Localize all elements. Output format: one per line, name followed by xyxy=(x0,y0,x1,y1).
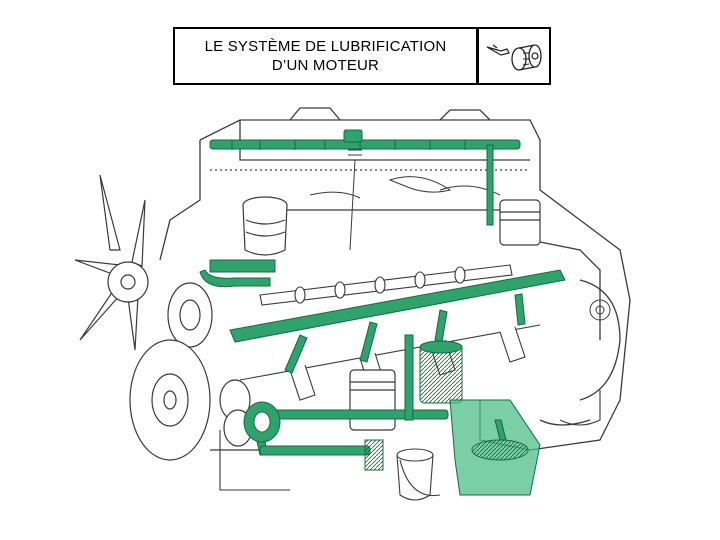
title-line-1: LE SYSTÈME DE LUBRIFICATION xyxy=(204,38,447,55)
valve-springs xyxy=(348,139,362,251)
title-box: LE SYSTÈME DE LUBRIFICATION D’UN MOTEUR xyxy=(173,27,478,85)
front-pulleys xyxy=(129,282,253,461)
crankcase xyxy=(219,390,601,501)
header-icon-box xyxy=(478,27,551,85)
title-line-2: D’UN MOTEUR xyxy=(271,57,380,74)
cooling-fan xyxy=(74,174,149,351)
valve-cover xyxy=(309,176,611,321)
oil-can-and-filter-icon xyxy=(486,44,542,71)
oil-circuit xyxy=(199,129,566,496)
oil-filter-upper xyxy=(242,196,288,256)
camshaft xyxy=(259,264,513,306)
engine-lubrication-diagram xyxy=(74,107,631,501)
